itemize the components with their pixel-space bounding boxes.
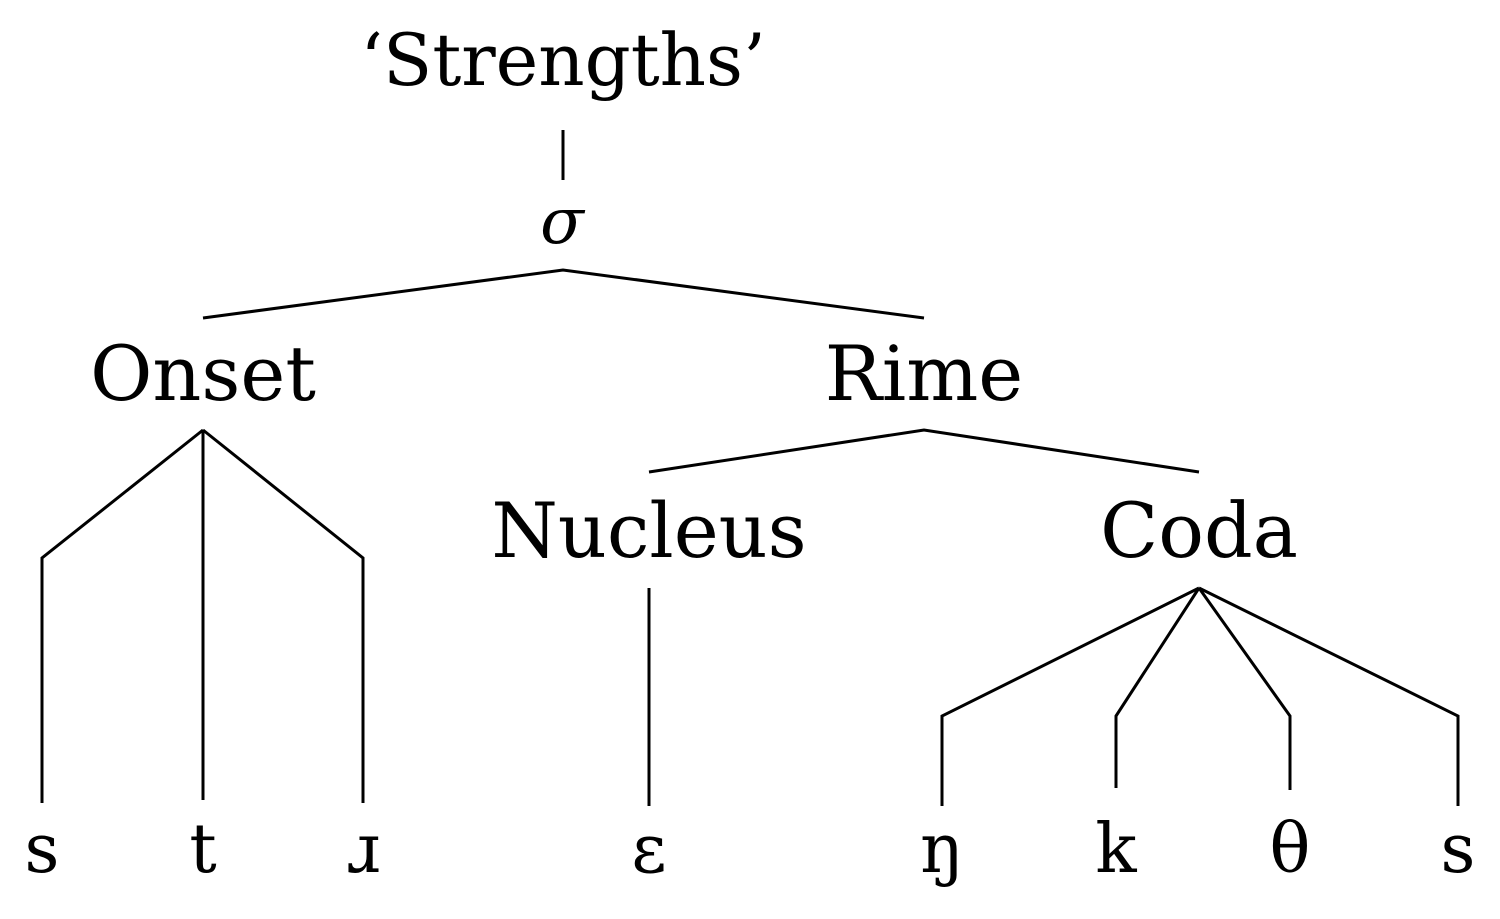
edge-rime-branches bbox=[648, 428, 1200, 474]
segment-nucleus-epsilon: ɛ bbox=[631, 810, 666, 889]
nucleus-node: Nucleus bbox=[491, 486, 806, 575]
rime-node: Rime bbox=[825, 329, 1024, 418]
edge-onset-r bbox=[202, 428, 365, 803]
syllable-node: σ bbox=[540, 185, 586, 259]
edge-syllable-branches bbox=[202, 268, 925, 320]
edge-onset-s bbox=[40, 428, 204, 803]
segment-coda-s: s bbox=[1441, 810, 1476, 889]
edge-coda-s bbox=[1198, 586, 1460, 806]
edge-coda-eng bbox=[940, 586, 1200, 806]
edge-coda-k bbox=[1114, 587, 1201, 788]
segment-onset-s: s bbox=[25, 810, 60, 889]
segment-onset-t: t bbox=[189, 810, 216, 889]
segment-onset-r: ɹ bbox=[346, 810, 380, 889]
segment-coda-k: k bbox=[1095, 810, 1137, 889]
onset-node: Onset bbox=[90, 329, 316, 418]
segment-coda-eng: ŋ bbox=[920, 810, 964, 889]
word-label: ‘Strengths’ bbox=[360, 18, 766, 102]
edge-coda-theta bbox=[1197, 587, 1292, 790]
coda-node: Coda bbox=[1100, 486, 1298, 575]
segment-coda-theta: θ bbox=[1270, 810, 1311, 889]
